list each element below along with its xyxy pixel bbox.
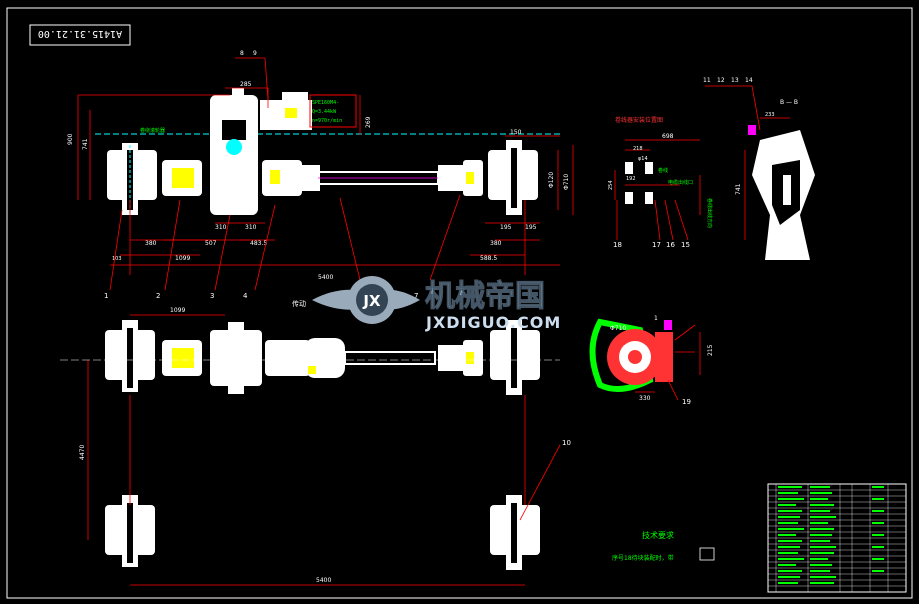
part-17: 17 [652,241,661,249]
annotation-top: 卷绕滚轮器 [140,127,165,134]
part-2: 2 [156,292,160,300]
dim-front-1099: 1099 [170,307,185,314]
note-cable-exit: 电缆出线口 [668,179,693,186]
dim-1099: 1099 [175,255,190,262]
part-10: 10 [562,439,571,447]
part-15: 15 [681,241,690,249]
callout-12: 12 [717,77,725,84]
callout-9: 9 [253,50,257,57]
note-reel: 卷线 [658,167,668,174]
callout-8: 8 [240,50,244,57]
dim-218: 218 [633,146,643,152]
dim-588-5: 588.5 [480,255,497,262]
dim-front-5400: 5400 [316,577,331,584]
parts-list-table [767,483,907,593]
section-label-bb: B — B [780,99,798,106]
dim-120: Φ120 [548,172,555,188]
dim-710: Φ710 [563,174,570,190]
watermark-logo: JX 机械帝国 JXDIGUO.COM [312,276,561,332]
part-1: 1 [104,292,108,300]
drawing-number: A1415.31.21.00 [38,28,122,39]
dim-269: 269 [365,116,372,128]
part-16: 16 [666,241,675,249]
tech-requirements-title: 技术要求 [642,530,674,540]
dim-483-5: 483.5 [250,240,267,247]
cable-reel-position-detail: 卷线器安装位置图 698 218 φ14 254 192 卷线 电缆出线口 卷线… [608,116,713,249]
dim-310b: 310 [245,224,257,231]
dim-254: 254 [608,180,614,190]
motor-label-3: n=970r/min [312,118,342,124]
dim-380: 380 [145,240,157,247]
callout-11: 11 [703,77,711,84]
dim-380b: 380 [490,240,502,247]
watermark-emblem: JX [362,292,381,310]
dim-150: 150 [510,129,522,136]
dim-285: 285 [240,81,252,88]
dim-195a: 195 [500,224,512,231]
dim-192: 192 [626,176,636,182]
part-4: 4 [243,292,248,300]
dim-5400: 5400 [318,274,333,281]
part-18: 18 [613,241,622,249]
dim-900: 900 [67,133,74,145]
motor-label-2: Q=3.44kW [312,109,337,115]
dim-741-detail: 741 [735,183,742,195]
drawing-frame [6,7,913,599]
tech-requirements-text: 序号18待块装配时，带 [612,554,674,562]
callout-14: 14 [745,77,753,84]
dim-reel-710: Φ710 [610,325,626,332]
reel-callout-1: 1 [654,315,658,322]
note-exit-direction: 卷线出线方向 [706,198,713,228]
dim-310a: 310 [215,224,227,231]
watermark-brand-en: JXDIGUO.COM [425,313,561,332]
dim-741: 741 [82,138,89,150]
callout-13: 13 [731,77,739,84]
top-assembly-view: 卷绕滚轮器 SPE160M4- Q=3.44kW n=970r/min [67,50,574,300]
reel-position-title: 卷线器安装位置图 [615,116,663,124]
technical-requirements: 技术要求 序号18待块装配时，带 [612,530,715,562]
part-7: 7 [414,292,418,300]
dim-reel-215: 215 [707,344,714,356]
part-19: 19 [682,398,691,406]
dim-103: 103 [112,256,122,262]
dim-698: 698 [662,133,674,140]
dim-front-4470: 4470 [79,445,86,460]
dim-195b: 195 [525,224,537,231]
dim-233: 233 [765,112,775,118]
drawing-number-box: A1415.31.21.00 [29,24,131,46]
cable-reel-detail: Φ710 330 215 1 19 [589,315,714,406]
front-view-label: 传动 [292,299,306,308]
part-3: 3 [210,292,214,300]
section-bb-detail: 11 12 13 14 B — B 233 741 [703,77,815,260]
front-assembly-view: 1099 4470 5400 10 传动 [60,299,571,586]
motor-label-1: SPE160M4- [312,100,339,106]
dim-507: 507 [205,240,217,247]
dim-14: φ14 [638,156,648,162]
dim-reel-330: 330 [639,395,651,402]
watermark-brand-cn: 机械帝国 [425,279,545,314]
